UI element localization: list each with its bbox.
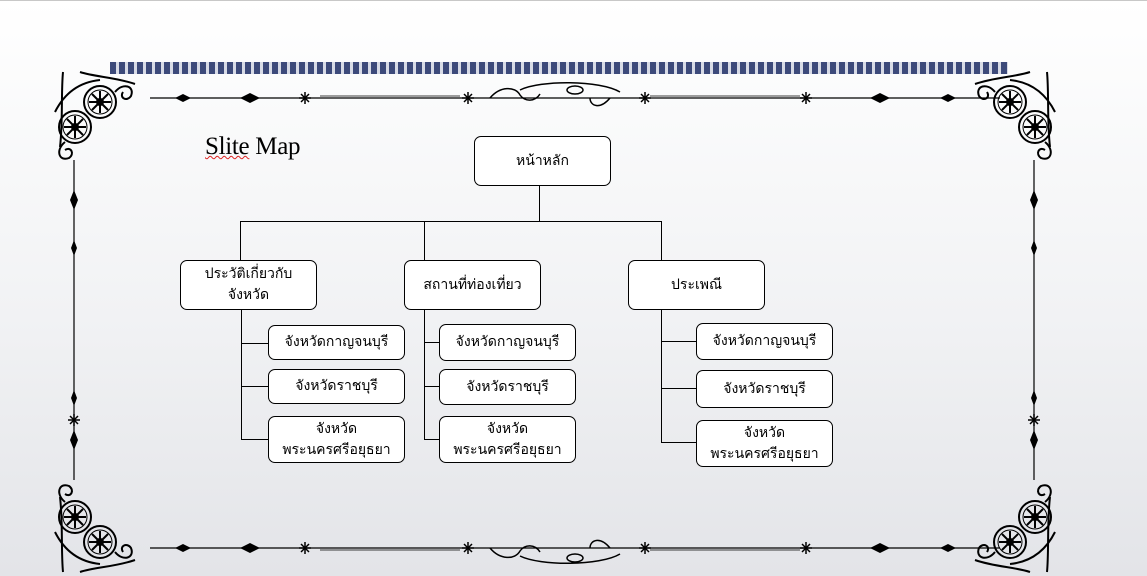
node-label-line-2: พระนครศรีอยุธยา — [282, 441, 391, 458]
node-label-line-1: จังหวัดกาญจนบุรี — [712, 333, 817, 349]
frame-right-edge — [1027, 160, 1041, 480]
page-title: Slite Map — [205, 133, 301, 161]
node-label-line-1: สถานที่ท่องเที่ยว — [423, 276, 522, 293]
connector-branch-1-child-1 — [241, 343, 269, 344]
connector-branch-2-child-1 — [424, 342, 440, 343]
node-label-line-1: ประเพณี — [671, 276, 722, 293]
node-label-line-1: ประวัติเกี่ยวกับ — [204, 266, 293, 282]
connector-branch-2-spine — [424, 310, 425, 440]
node-label-line-1: จังหวัด — [486, 420, 529, 437]
frame-top-edge — [150, 81, 1000, 107]
node-label-line-2: จังหวัด — [227, 287, 270, 303]
frame-left-edge — [67, 160, 81, 480]
node-home: หน้าหลัก — [474, 136, 611, 186]
node-branch-3-ayutthaya: จังหวัด พระนครศรีอยุธยา — [696, 420, 833, 467]
connector-branch-3-child-1 — [661, 341, 696, 342]
node-tourist-attractions: สถานที่ท่องเที่ยว — [404, 260, 541, 310]
node-label-line-1: จังหวัด — [315, 420, 358, 437]
frame-bottom-edge — [150, 539, 1000, 565]
node-branch-2-kanchanaburi: จังหวัดกาญจนบุรี — [439, 324, 576, 361]
connector-branch-1-child-3 — [241, 439, 269, 440]
title-prefix: Slite — [205, 133, 250, 160]
connector-root-trunk — [539, 186, 540, 222]
connector-branch-3-child-2 — [661, 388, 696, 389]
connector-branch-2-child-3 — [424, 439, 440, 440]
node-label-line-1: จังหวัดราชบุรี — [723, 380, 806, 397]
node-home-label: หน้าหลัก — [516, 152, 569, 169]
node-branch-1-kanchanaburi: จังหวัดกาญจนบุรี — [268, 325, 405, 360]
connector-root-bus — [240, 221, 661, 222]
connector-branch-1-child-2 — [241, 386, 269, 387]
node-label-line-1: จังหวัดราชบุรี — [466, 378, 549, 395]
node-label-line-2: พระนครศรีอยุธยา — [710, 445, 819, 462]
frame-corner-top-left — [55, 72, 135, 159]
connector-branch-3 — [661, 221, 662, 261]
node-branch-1-ratchaburi: จังหวัดราชบุรี — [268, 369, 405, 404]
frame-corner-top-right — [975, 72, 1055, 159]
decorative-stripe — [110, 62, 1008, 74]
node-branch-1-ayutthaya: จังหวัด พระนครศรีอยุธยา — [268, 416, 405, 463]
frame-corner-bottom-right — [975, 485, 1055, 572]
connector-branch-2 — [424, 221, 425, 261]
node-label-line-2: พระนครศรีอยุธยา — [453, 441, 562, 458]
node-branch-2-ratchaburi: จังหวัดราชบุรี — [439, 369, 576, 405]
connector-branch-1-spine — [241, 310, 242, 440]
title-suffix: Map — [249, 133, 301, 160]
node-branch-3-kanchanaburi: จังหวัดกาญจนบุรี — [696, 323, 833, 360]
node-branch-2-ayutthaya: จังหวัด พระนครศรีอยุธยา — [439, 416, 576, 463]
top-rule — [0, 0, 1147, 1]
node-province-history: ประวัติเกี่ยวกับ จังหวัด — [180, 260, 317, 310]
node-traditions: ประเพณี — [628, 260, 765, 310]
connector-branch-1 — [240, 221, 241, 261]
node-branch-3-ratchaburi: จังหวัดราชบุรี — [696, 370, 833, 408]
connector-branch-3-child-3 — [661, 442, 696, 443]
node-label-line-1: จังหวัด — [743, 424, 786, 441]
node-label-line-1: จังหวัดกาญจนบุรี — [284, 334, 389, 350]
node-label-line-1: จังหวัดราชบุรี — [295, 378, 378, 394]
node-label-line-1: จังหวัดกาญจนบุรี — [455, 334, 560, 350]
frame-corner-bottom-left — [55, 485, 135, 572]
connector-branch-3-spine — [661, 310, 662, 443]
connector-branch-2-child-2 — [424, 386, 440, 387]
